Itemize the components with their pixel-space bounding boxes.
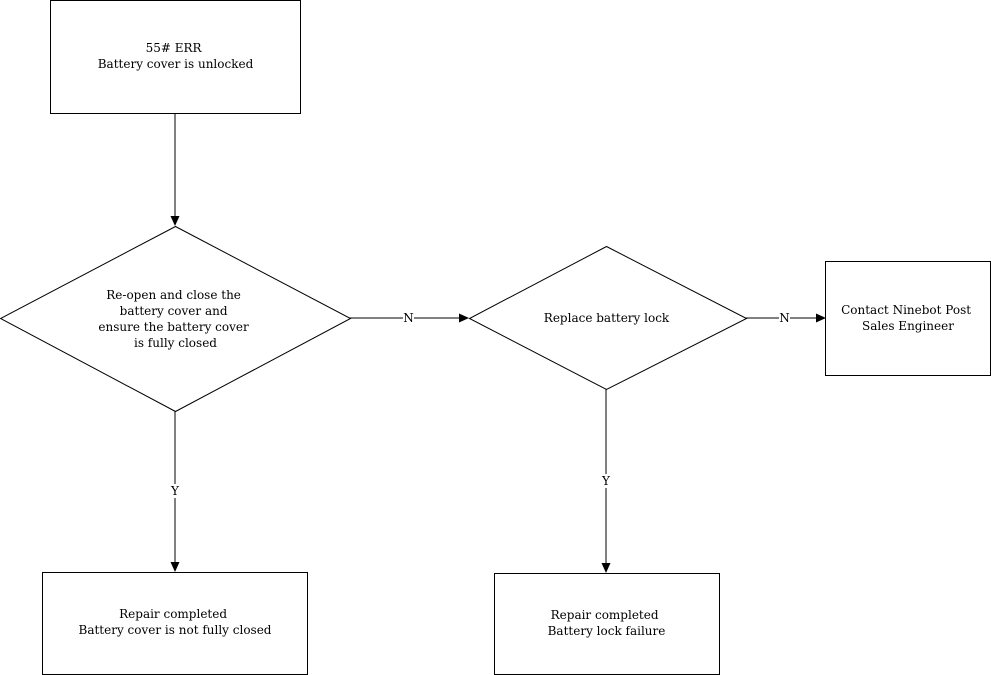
connector-start-to-check xyxy=(170,114,180,226)
done-lock-line-1: Repair completed xyxy=(551,608,659,622)
start-line-1: 55# ERR xyxy=(146,41,203,55)
node-contact: Contact Ninebot Post Sales Engineer xyxy=(825,261,991,376)
done-cover-line-1: Repair completed xyxy=(119,607,227,621)
done-cover-line-2: Battery cover is not fully closed xyxy=(79,623,272,637)
arrowhead xyxy=(816,313,826,323)
connector-replace-no: N xyxy=(746,311,826,325)
done-lock-line-2: Battery lock failure xyxy=(548,624,666,638)
check-cover-diamond xyxy=(0,225,352,413)
replace-lock-diamond xyxy=(468,245,748,391)
edge-label-yes: Y xyxy=(170,484,180,498)
done-cover-text: Repair completed Battery cover is not fu… xyxy=(79,607,272,637)
edge-label-no: N xyxy=(403,311,414,325)
contact-line-1: Contact Ninebot Post xyxy=(841,303,971,317)
replace-lock-line-1: Replace battery lock xyxy=(544,311,670,325)
node-check-cover: Re-open and close the battery cover and … xyxy=(0,225,352,413)
contact-line-2: Sales Engineer xyxy=(862,319,954,333)
arrowhead xyxy=(601,563,611,573)
connector-check-yes: Y xyxy=(169,411,181,572)
start-text: 55# ERR Battery cover is unlocked xyxy=(98,41,254,71)
node-done-lock: Repair completed Battery lock failure xyxy=(494,573,720,675)
check-cover-line-1: Re-open and close the xyxy=(106,288,241,302)
node-replace-lock: Replace battery lock xyxy=(468,245,748,391)
start-line-2: Battery cover is unlocked xyxy=(98,57,254,71)
done-cover-box xyxy=(42,572,308,675)
contact-text: Contact Ninebot Post Sales Engineer xyxy=(841,303,975,333)
edge-label-no: N xyxy=(779,311,790,325)
check-cover-text: Re-open and close the battery cover and … xyxy=(98,288,252,350)
connector-replace-yes: Y xyxy=(600,389,612,573)
arrowhead xyxy=(170,562,180,572)
check-cover-line-3: ensure the battery cover xyxy=(98,320,249,334)
replace-lock-text: Replace battery lock xyxy=(544,311,670,325)
check-cover-line-2: battery cover and xyxy=(120,304,228,318)
edge-label-yes: Y xyxy=(601,474,611,488)
done-lock-text: Repair completed Battery lock failure xyxy=(548,608,666,638)
start-box xyxy=(50,0,301,114)
node-start: 55# ERR Battery cover is unlocked xyxy=(50,0,301,114)
check-cover-line-4: is fully closed xyxy=(134,336,217,350)
connector-check-no: N xyxy=(350,311,469,325)
node-done-cover: Repair completed Battery cover is not fu… xyxy=(42,572,308,675)
arrowhead xyxy=(459,313,469,323)
arrowhead xyxy=(170,216,180,226)
